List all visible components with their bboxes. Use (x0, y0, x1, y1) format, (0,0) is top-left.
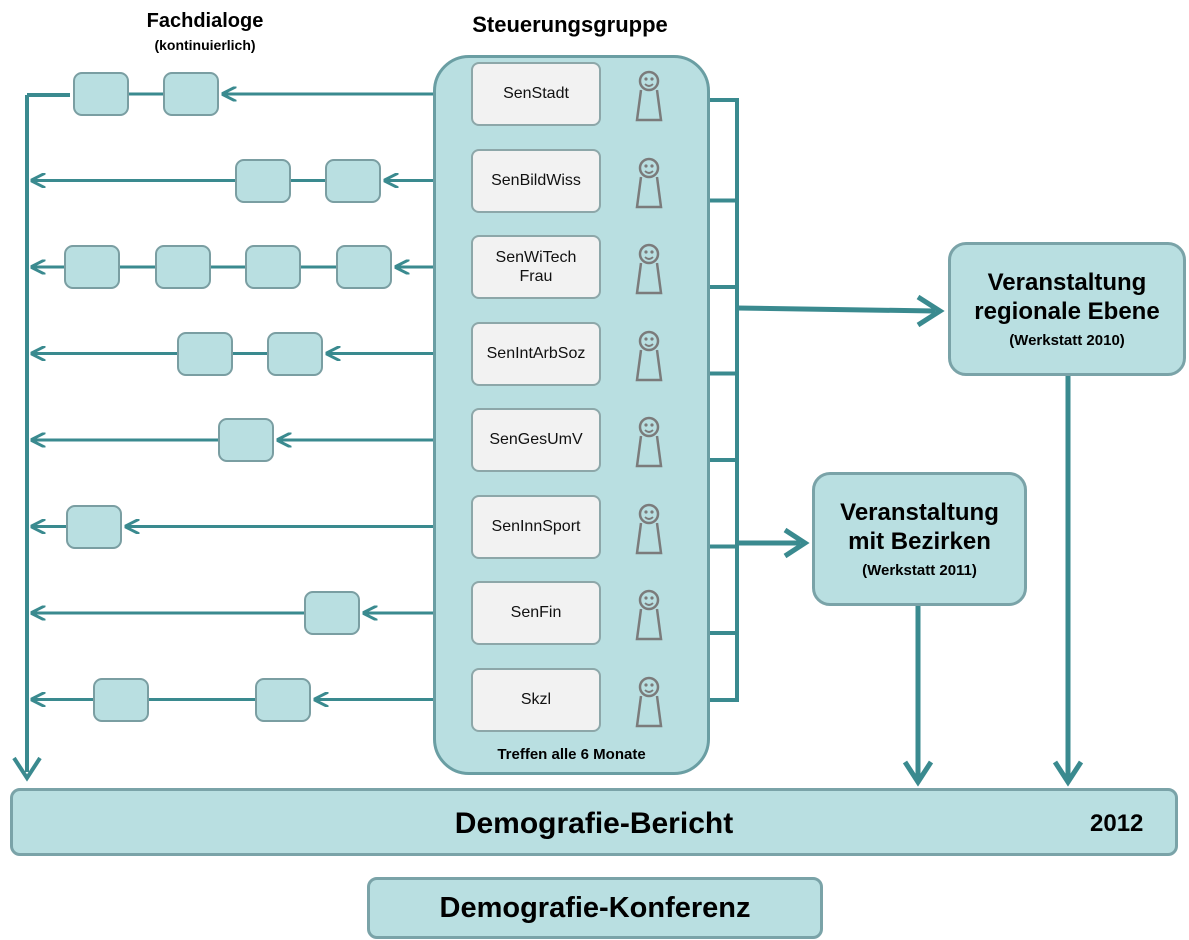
event-regional-subtitle: (Werkstatt 2010) (1009, 331, 1125, 349)
demografie-bericht-title: Demografie-Bericht (454, 807, 734, 840)
steuerungsgruppe-title: Steuerungsgruppe (472, 12, 668, 37)
collector-arrowhead (12, 756, 42, 782)
member-label: SenStadt (503, 85, 569, 103)
person-icon (635, 243, 663, 295)
person-icon (635, 503, 663, 554)
dialog-box (336, 245, 392, 289)
member-box: SenStadt (471, 62, 601, 126)
member-label: SenGesUmV (489, 431, 583, 449)
member-box: SenGesUmV (471, 408, 601, 472)
person-icon (635, 70, 663, 122)
member-box: SenIntArbSoz (471, 321, 601, 386)
dialog-box (267, 331, 323, 376)
report-year: 2012 (1090, 810, 1144, 837)
dialog-box (245, 245, 301, 289)
person-icon (635, 416, 663, 468)
member-box: SenWiTech Frau (471, 235, 601, 299)
dialog-box (163, 72, 219, 116)
member-box: Skzl (471, 667, 601, 732)
dialog-box (218, 418, 274, 462)
person-icon (635, 330, 663, 381)
member-label: SenIntArbSoz (486, 344, 586, 362)
member-label: SenBildWiss (491, 171, 581, 189)
member-label: SenInnSport (491, 517, 581, 535)
fachdialoge-title: Fachdialoge (146, 10, 264, 32)
dialog-box (325, 158, 381, 203)
person-icon (635, 676, 663, 727)
steering-bracket (707, 98, 739, 702)
event-bezirke-title: Veranstaltung mit Bezirken (840, 499, 999, 555)
member-label: SenFin (510, 604, 562, 622)
dialog-box (304, 591, 360, 635)
demografie-konferenz-box: Demografie-Konferenz (367, 877, 823, 939)
demografie-bericht-box (10, 788, 1178, 856)
member-box: SenFin (471, 581, 601, 645)
dialog-box (235, 158, 291, 203)
event-regional-title: Veranstaltung regionale Ebene (974, 269, 1160, 325)
dialog-box (177, 331, 233, 376)
arrow-to-regional-event (736, 305, 936, 314)
event-bezirke: Veranstaltung mit Bezirken (Werkstatt 20… (812, 472, 1027, 606)
dialog-box (155, 245, 211, 289)
bracket-ticks (707, 198, 737, 635)
fachdialoge-subtitle: (kontinuierlich) (154, 37, 256, 53)
person-icon (635, 589, 663, 641)
dialog-box (93, 677, 149, 722)
demografie-konferenz-title: Demografie-Konferenz (439, 891, 751, 924)
steuerungsgruppe-footer: Treffen alle 6 Monate (497, 746, 646, 763)
dialog-box (64, 245, 120, 289)
member-box: SenBildWiss (471, 148, 601, 213)
member-box: SenInnSport (471, 494, 601, 559)
dialog-box (255, 677, 311, 722)
dialog-box (66, 504, 122, 549)
person-icon (635, 157, 663, 208)
member-label: SenWiTech Frau (495, 248, 577, 285)
member-label: Skzl (520, 690, 552, 708)
event-bezirke-subtitle: (Werkstatt 2011) (862, 561, 977, 579)
event-regional: Veranstaltung regionale Ebene (Werkstatt… (948, 242, 1186, 376)
dialog-box (73, 72, 129, 116)
